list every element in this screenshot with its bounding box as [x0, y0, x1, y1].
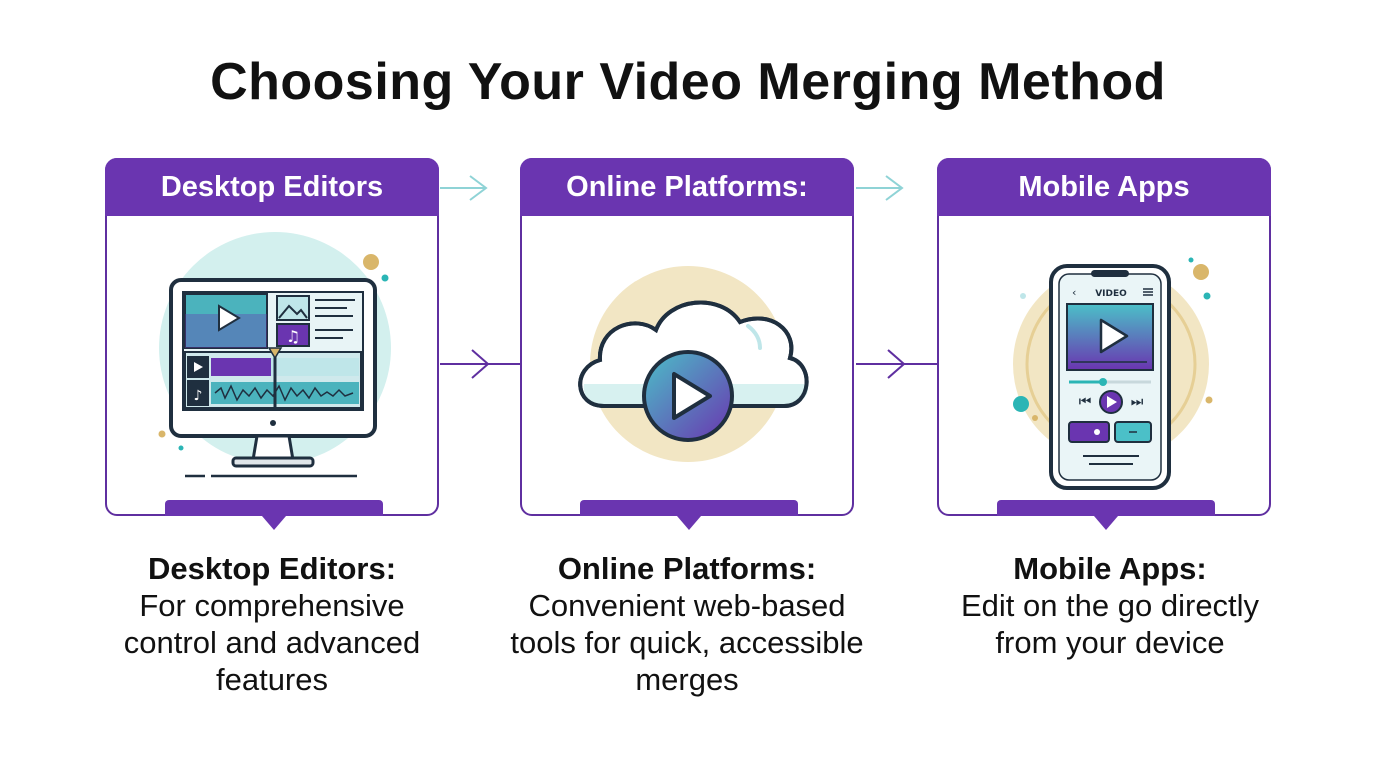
cloud-play-icon	[578, 266, 809, 462]
desc-heading: Mobile Apps:	[1013, 551, 1207, 586]
desc-body: For comprehensive control and advanced f…	[123, 588, 421, 697]
card-online-platforms: Online Platforms:	[520, 158, 854, 530]
desc-online-platforms: Online Platforms: Convenient web-based t…	[507, 550, 867, 698]
svg-text:‹: ‹	[1072, 286, 1076, 299]
desc-heading: Online Platforms:	[557, 551, 817, 586]
card-footer-bar	[997, 500, 1215, 516]
desc-heading: Desktop Editors:	[147, 551, 397, 586]
card-footer-bar	[580, 500, 798, 516]
svg-text:♪: ♪	[194, 388, 203, 404]
svg-text:⏮: ⏮	[1079, 394, 1092, 410]
card-header: Mobile Apps	[937, 158, 1271, 216]
desc-mobile-apps: Mobile Apps: Edit on the go directly fro…	[930, 550, 1290, 661]
card-footer-pointer	[1094, 516, 1118, 530]
card-footer-pointer	[677, 516, 701, 530]
smartphone-video-player-icon: ‹ VIDEO ⏮ ⏭	[1013, 257, 1213, 490]
desktop-monitor-video-editor-icon: ♫ ♪	[158, 232, 391, 478]
top-connector-1	[440, 175, 488, 201]
card-footer-pointer	[262, 516, 286, 530]
desc-desktop-editors: Desktop Editors: For comprehensive contr…	[92, 550, 452, 698]
phone-screen-label: VIDEO	[1095, 289, 1127, 299]
svg-text:⏭: ⏭	[1131, 394, 1144, 410]
svg-text:♫: ♫	[286, 327, 300, 346]
card-mobile-apps: Mobile Apps ‹ VIDEO ⏮	[937, 158, 1271, 530]
mid-connector-2	[856, 349, 938, 379]
desc-body: Convenient web-based tools for quick, ac…	[510, 588, 864, 697]
card-header: Online Platforms:	[520, 158, 854, 216]
card-footer-bar	[165, 500, 383, 516]
card-header: Desktop Editors	[105, 158, 439, 216]
card-desktop-editors: Desktop Editors ♫ ♪	[105, 158, 439, 530]
mid-connector-1	[440, 349, 520, 379]
top-connector-2	[856, 175, 904, 201]
desc-body: Edit on the go directly from your device	[960, 588, 1260, 660]
page-title: Choosing Your Video Merging Method	[210, 53, 1166, 111]
